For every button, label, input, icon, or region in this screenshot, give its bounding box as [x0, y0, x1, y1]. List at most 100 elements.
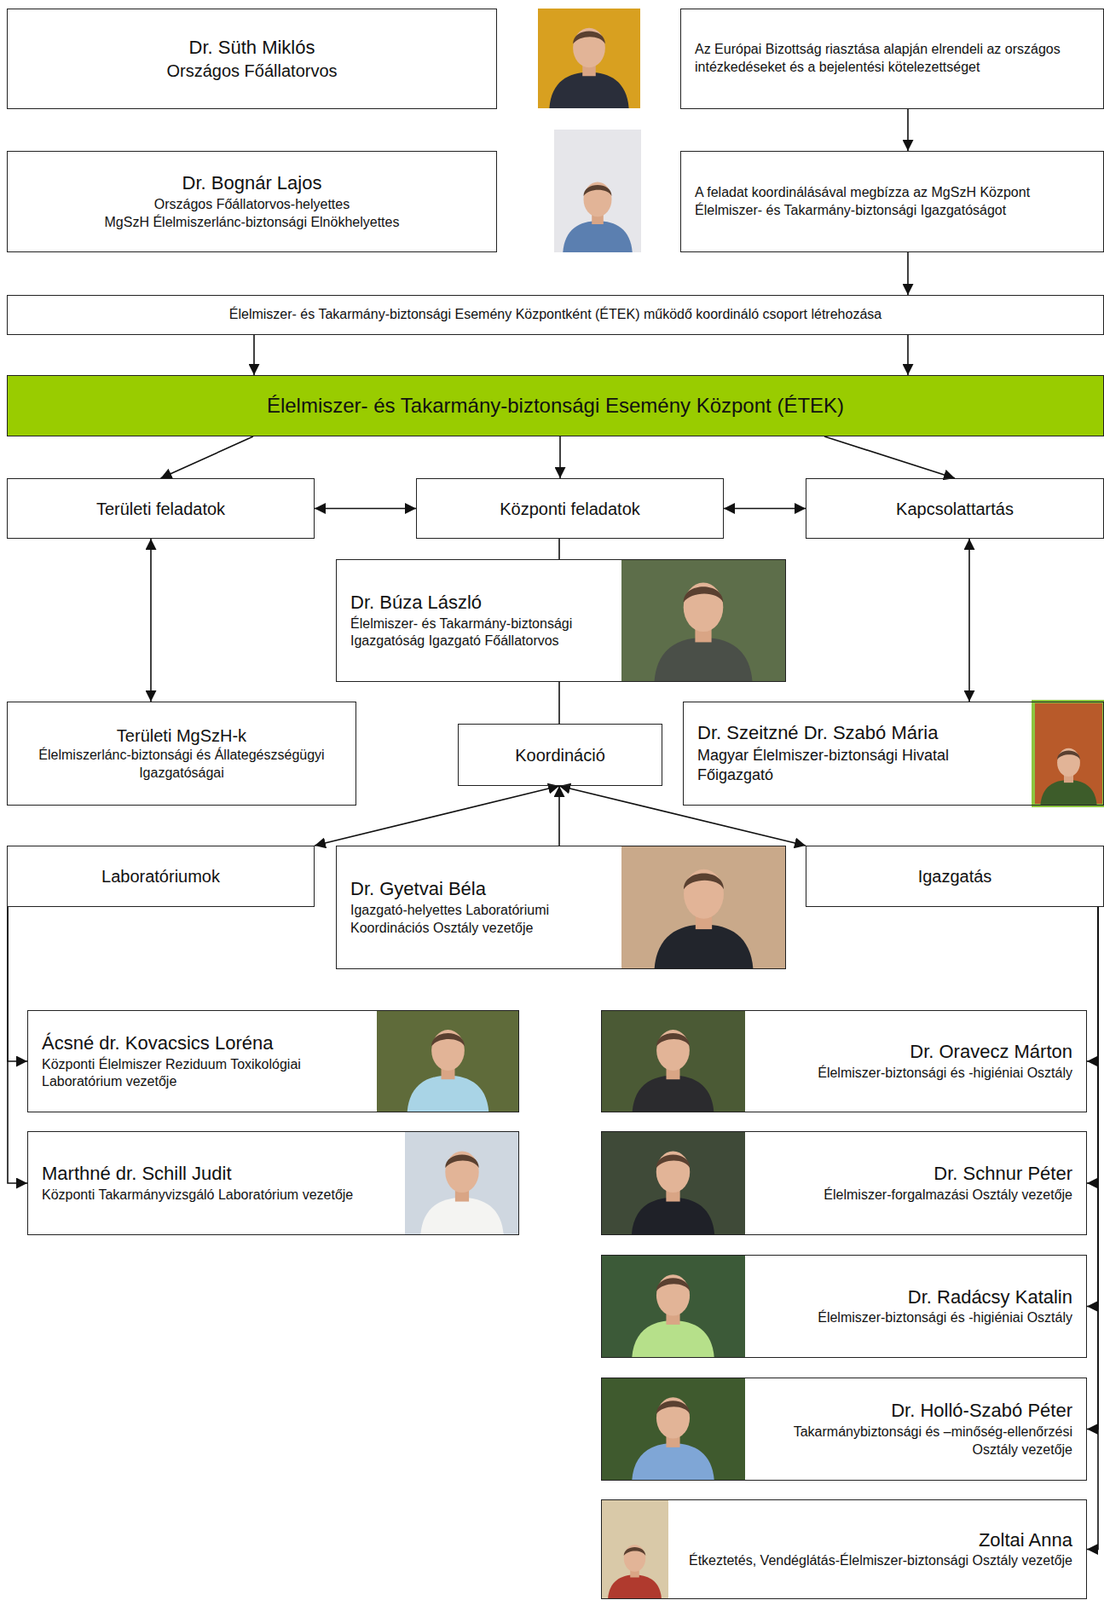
- box-text: Élelmiszer-forgalmazási Osztály vezetője: [759, 1186, 1073, 1205]
- connector-arrow: [7, 907, 28, 1062]
- person-name: Dr. Schnur Péter: [759, 1161, 1073, 1187]
- org-box: Élelmiszer- és Takarmány-biztonsági Esem…: [6, 294, 1104, 336]
- org-box: Dr. Búza LászlóÉlelmiszer- és Takarmány-…: [335, 559, 787, 683]
- person-name: Zoltai Anna: [682, 1528, 1073, 1554]
- portrait-photo: [376, 1010, 520, 1113]
- box-text: Igazgatás: [820, 865, 1090, 888]
- org-box: Dr. Szeitzné Dr. Szabó MáriaMagyar Élelm…: [682, 701, 1104, 806]
- box-text: Magyar Élelmiszer-biztonsági Hivatal Fői…: [697, 745, 1019, 787]
- org-box: Dr. Radácsy KatalinÉlelmiszer-biztonsági…: [601, 1254, 1087, 1359]
- org-box: Laboratóriumok: [6, 845, 315, 908]
- org-box: Dr. Schnur PéterÉlelmiszer-forgalmazási …: [601, 1131, 1087, 1236]
- portrait-figure: [654, 869, 754, 970]
- portrait-photo: [601, 1377, 746, 1481]
- connector-arrow: [1086, 907, 1099, 1062]
- connector-arrow: [314, 508, 417, 510]
- box-text: Központi Takarmányvizsgáló Laboratórium …: [41, 1186, 391, 1205]
- org-box: Dr. Oravecz MártonÉlelmiszer-biztonsági …: [601, 1010, 1087, 1113]
- portrait-photo: [601, 1254, 746, 1359]
- person-name: Dr. Bognár Lajos: [21, 171, 483, 197]
- org-box: Területi feladatok: [6, 478, 315, 539]
- portrait-photo: [554, 129, 642, 253]
- org-box: Dr. Gyetvai BélaIgazgató-helyettes Labor…: [335, 845, 787, 970]
- box-text: Étkeztetés, Vendéglátás-Élelmiszer-bizto…: [682, 1552, 1073, 1571]
- person-name: Ácsné dr. Kovacsics Loréna: [41, 1031, 363, 1057]
- org-box: Központi feladatok: [416, 478, 724, 539]
- box-text: Területi feladatok: [21, 497, 301, 521]
- connector-arrow: [907, 252, 909, 295]
- portrait-photo: [601, 1131, 746, 1236]
- connector-arrow: [161, 436, 255, 479]
- org-box: Ácsné dr. Kovacsics LorénaKözponti Élelm…: [27, 1010, 520, 1113]
- portrait-figure: [407, 1029, 490, 1113]
- org-box: Dr. Bognár LajosOrszágos Főállatorvos-he…: [6, 150, 498, 253]
- person-name: Dr. Oravecz Márton: [759, 1040, 1073, 1065]
- person-name: Marthné dr. Schill Judit: [41, 1161, 391, 1187]
- org-box: Dr. Süth MiklósOrszágos Főállatorvos: [6, 8, 498, 110]
- box-text: Laboratóriumok: [21, 865, 301, 888]
- box-text: MgSzH Élelmiszerlánc-biztonsági Elnökhel…: [21, 213, 483, 232]
- portrait-figure: [420, 1150, 503, 1236]
- org-box: Igazgatás: [805, 845, 1104, 908]
- portrait-figure: [607, 1544, 662, 1600]
- connector-arrow: [824, 436, 955, 479]
- connector-arrow: [253, 335, 255, 376]
- connector-arrow: [968, 538, 971, 702]
- box-text: Központi Élelmiszer Reziduum Toxikológia…: [41, 1056, 363, 1093]
- connector-arrow: [907, 335, 909, 376]
- connector-arrow: [1086, 907, 1099, 1307]
- org-box: Kapcsolattartás: [805, 478, 1104, 539]
- box-text: Élelmiszer-biztonsági és -higiéniai Oszt…: [759, 1064, 1073, 1083]
- org-box: Koordináció: [457, 723, 663, 787]
- person-name: Dr. Süth Miklós: [21, 35, 483, 61]
- portrait-figure: [562, 182, 632, 253]
- box-text: Az Európai Bizottság riasztása alapján e…: [694, 40, 1090, 77]
- portrait-photo: [601, 1010, 746, 1113]
- portrait-photo: [601, 1499, 669, 1600]
- connector-arrow: [150, 538, 152, 702]
- box-text: Koordináció: [472, 744, 648, 767]
- event-center-band: Élelmiszer- és Takarmány-biztonsági Esem…: [6, 375, 1104, 437]
- box-text: Élelmiszer- és Takarmány-biztonsági Igaz…: [350, 615, 608, 652]
- portrait-photo: [1033, 701, 1104, 806]
- portrait-photo: [537, 8, 641, 109]
- portrait-figure: [631, 1274, 715, 1359]
- connector-arrow: [559, 436, 561, 479]
- portrait-figure: [631, 1397, 715, 1481]
- connector-arrow: [558, 786, 561, 846]
- box-text: Országos Főállatorvos: [21, 59, 483, 82]
- person-name: Dr. Radácsy Katalin: [759, 1285, 1073, 1311]
- box-text: Élelmiszer- és Takarmány-biztonsági Esem…: [21, 392, 1090, 419]
- connector-arrow: [1086, 907, 1099, 1430]
- connector-arrow: [7, 907, 28, 1184]
- box-text: A feladat koordinálásával megbízza az Mg…: [694, 184, 1090, 220]
- connector-arrow: [723, 508, 806, 510]
- portrait-figure: [632, 1029, 715, 1113]
- portrait-figure: [549, 28, 629, 109]
- portrait-photo: [621, 559, 786, 683]
- connector-arrow: [558, 682, 561, 724]
- person-name: Dr. Gyetvai Béla: [350, 877, 607, 902]
- box-text: Élelmiszerlánc-biztonsági és Állategészs…: [21, 746, 342, 783]
- person-name: Dr. Búza László: [350, 590, 608, 616]
- portrait-photo: [621, 845, 787, 970]
- org-box: Marthné dr. Schill JuditKözponti Takarmá…: [27, 1131, 520, 1236]
- box-text: Kapcsolattartás: [820, 497, 1090, 521]
- org-box: A feladat koordinálásával megbízza az Mg…: [680, 150, 1104, 253]
- portrait-figure: [631, 1150, 715, 1236]
- org-box: Zoltai AnnaÉtkeztetés, Vendéglátás-Élelm…: [601, 1499, 1087, 1600]
- connector-arrow: [1086, 907, 1099, 1550]
- connector-arrow: [314, 786, 560, 846]
- person-name: Területi MgSzH-k: [21, 724, 342, 747]
- portrait-photo: [404, 1131, 520, 1236]
- org-box: Dr. Holló-Szabó PéterTakarmánybiztonsági…: [601, 1377, 1087, 1481]
- connector-arrow: [907, 109, 909, 151]
- connector-arrow: [1086, 907, 1099, 1184]
- box-text: Élelmiszer- és Takarmány-biztonsági Esem…: [21, 306, 1090, 324]
- portrait-figure: [1040, 748, 1097, 806]
- org-box: Az Európai Bizottság riasztása alapján e…: [680, 8, 1104, 110]
